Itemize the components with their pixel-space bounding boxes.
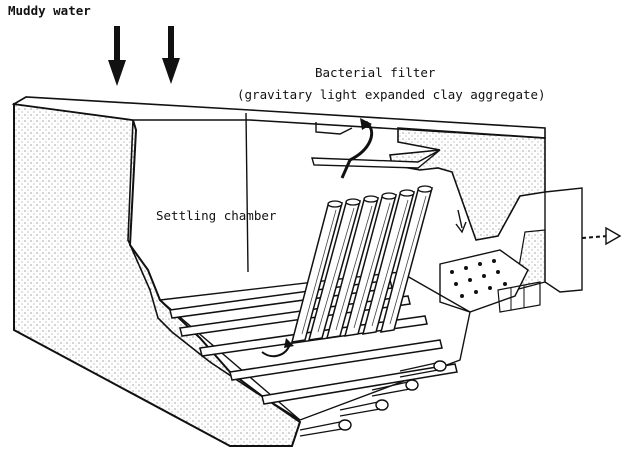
outlet-structure xyxy=(544,187,583,293)
back-wall-edge xyxy=(245,112,249,273)
down-arrow-icon xyxy=(108,26,126,86)
down-arrow-icon xyxy=(162,26,180,84)
curved-arrow-icon xyxy=(340,118,373,179)
bacterial-filter-label: Bacterial filter xyxy=(315,65,436,80)
pipe-end-caps xyxy=(338,360,447,431)
filter-grid xyxy=(497,281,541,313)
settling-chamber-label: Settling chamber xyxy=(156,208,277,223)
left-wall-inner-edge xyxy=(127,119,301,421)
filter-bed-holes xyxy=(450,259,507,298)
baffle-plate xyxy=(311,149,441,169)
top-rim xyxy=(11,96,546,139)
muddy-water-label: Muddy water xyxy=(8,3,91,18)
left-wall xyxy=(13,102,302,447)
curved-arrow-icon xyxy=(261,338,294,358)
filter-media-label: (gravitary light expanded clay aggregate… xyxy=(237,87,546,102)
tube-tops xyxy=(327,185,433,208)
right-arrow-icon xyxy=(581,226,622,246)
filter-notch xyxy=(315,122,353,135)
